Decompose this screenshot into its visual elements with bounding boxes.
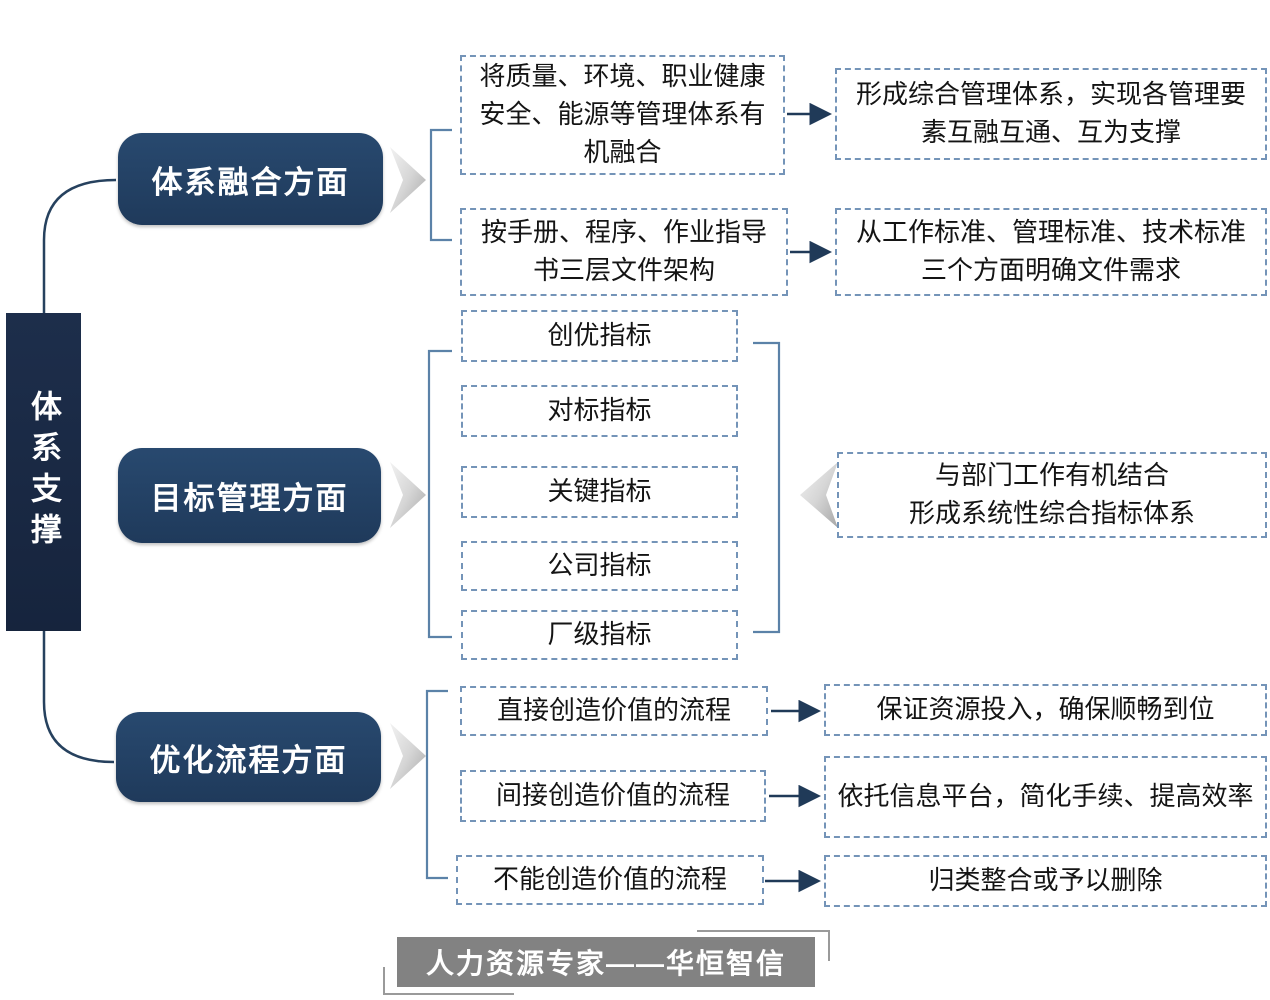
fusion-row2-right-box: 从工作标准、管理标准、技术标准三个方面明确文件需求	[835, 208, 1267, 296]
footer-banner: 人力资源专家——华恒智信	[397, 937, 815, 987]
process-row1-right-box: 保证资源投入，确保顺畅到位	[824, 684, 1267, 736]
connector-curve-top	[42, 178, 117, 314]
bracket-target-left	[427, 349, 452, 639]
root-node: 体系支撑	[6, 313, 81, 631]
process-row3-left-box: 不能创造价值的流程	[456, 855, 764, 905]
connector-curve-bottom	[42, 630, 115, 764]
bracket-fusion	[429, 128, 452, 242]
root-label: 体系支撑	[26, 390, 61, 554]
section-header-target: 目标管理方面	[118, 448, 381, 543]
chevron-right-fusion-icon	[390, 147, 426, 213]
chevron-left-target-icon	[800, 462, 838, 528]
indicator-box: 创优指标	[461, 310, 738, 362]
bracket-target-right	[753, 341, 781, 634]
section-header-process: 优化流程方面	[116, 712, 381, 802]
fusion-row2-left-box: 按手册、程序、作业指导书三层文件架构	[460, 208, 788, 296]
process-row3-right-box: 归类整合或予以删除	[824, 855, 1267, 907]
section-header-process-label: 优化流程方面	[149, 742, 348, 778]
footer-text: 人力资源专家——华恒智信	[425, 948, 786, 979]
process-row2-right-box: 依托信息平台，简化手续、提高效率	[824, 756, 1267, 838]
indicator-box: 对标指标	[461, 385, 738, 437]
indicator-box: 关键指标	[461, 466, 738, 518]
target-result-box: 与部门工作有机结合 形成系统性综合指标体系	[837, 452, 1267, 538]
chevron-right-process-icon	[390, 723, 426, 789]
section-header-target-label: 目标管理方面	[150, 481, 349, 516]
process-row2-left-box: 间接创造价值的流程	[460, 770, 766, 822]
indicator-box: 厂级指标	[461, 610, 738, 660]
chevron-right-target-icon	[390, 462, 426, 528]
section-header-fusion: 体系融合方面	[118, 133, 383, 225]
bracket-process	[425, 689, 448, 880]
process-row1-left-box: 直接创造价值的流程	[460, 686, 768, 736]
fusion-row1-left-box: 将质量、环境、职业健康安全、能源等管理体系有机融合	[460, 55, 785, 175]
indicator-box: 公司指标	[461, 541, 738, 591]
fusion-row1-right-box: 形成综合管理体系，实现各管理要素互融互通、互为支撑	[835, 68, 1267, 160]
section-header-fusion-label: 体系融合方面	[151, 164, 350, 200]
